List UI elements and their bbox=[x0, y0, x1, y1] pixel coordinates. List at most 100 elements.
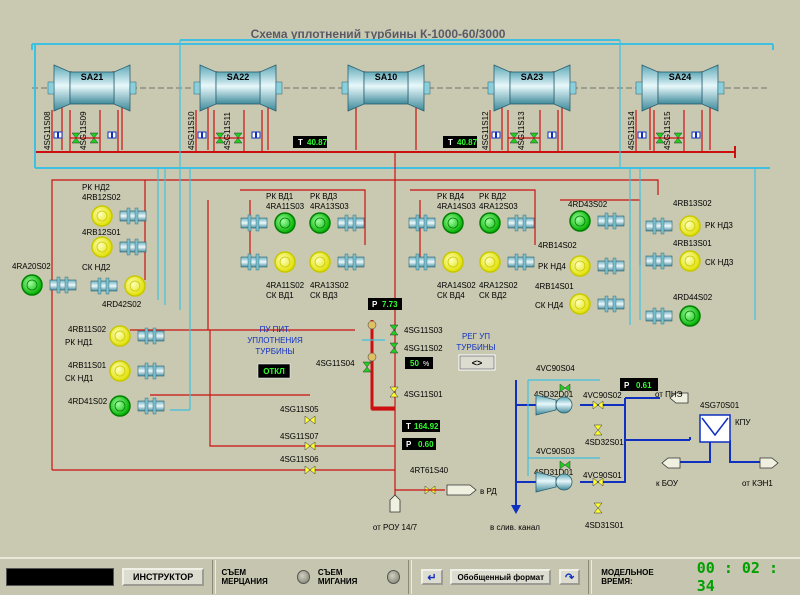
valve-sd31s01: 4SD31S01 bbox=[585, 521, 624, 530]
sd-valve[interactable] bbox=[593, 502, 603, 514]
cylinder-sa10[interactable]: SA10 bbox=[341, 64, 431, 150]
vc90-valve[interactable] bbox=[559, 383, 571, 393]
pump-9[interactable] bbox=[479, 251, 535, 273]
flicker-reset-knob[interactable] bbox=[296, 570, 311, 584]
pump-14[interactable] bbox=[645, 250, 701, 272]
svg-text:P: P bbox=[624, 381, 630, 390]
center-valve[interactable] bbox=[389, 342, 399, 354]
turbine-cylinders: SA21 SA22 SA10 SA23 SA24 bbox=[47, 64, 725, 150]
pump-3[interactable] bbox=[309, 212, 365, 234]
pu-pit-off-button[interactable]: ОТКЛ bbox=[257, 363, 291, 379]
forward-arrow-icon[interactable]: ↷ bbox=[558, 569, 581, 585]
pump-13[interactable] bbox=[645, 215, 701, 237]
svg-text:4RA14S03: 4RA14S03 bbox=[437, 202, 476, 211]
blink-reset-knob[interactable] bbox=[386, 570, 401, 584]
back-arrow-icon[interactable]: ↵ bbox=[421, 569, 443, 585]
format-button[interactable]: Обобщенный формат bbox=[450, 569, 552, 585]
pump-15[interactable] bbox=[645, 305, 701, 327]
svg-text:40.87: 40.87 bbox=[307, 138, 328, 147]
to-bou-arrow: к БОУ bbox=[656, 457, 681, 488]
valve-vc90s02: 4VC90S02 bbox=[583, 391, 622, 400]
valve-label-s05: 4SG11S05 bbox=[280, 405, 319, 414]
pump-20[interactable] bbox=[109, 395, 165, 417]
svg-text:РК НД4: РК НД4 bbox=[538, 262, 566, 271]
pump-4[interactable] bbox=[408, 212, 464, 234]
valve-tag: 4SG11S08 bbox=[43, 111, 52, 150]
sd-valve[interactable] bbox=[592, 477, 604, 487]
svg-text:РК ВД3: РК ВД3 bbox=[310, 192, 338, 201]
pump-0[interactable] bbox=[91, 205, 147, 227]
model-time-label: МОДЕЛЬНОЕ ВРЕМЯ: bbox=[601, 568, 654, 586]
cylinder-label: SA24 bbox=[669, 72, 692, 82]
center-valve[interactable] bbox=[389, 386, 399, 398]
valve-tag: 4SG11S10 bbox=[187, 111, 196, 150]
sd-valve[interactable] bbox=[593, 424, 603, 436]
temp-readout-right: T 40.87 bbox=[443, 136, 478, 148]
reg-up-button[interactable]: <> bbox=[458, 354, 496, 371]
svg-text:СК ВД3: СК ВД3 bbox=[310, 291, 338, 300]
drain-arrow bbox=[511, 505, 521, 514]
svg-text:0.60: 0.60 bbox=[418, 440, 434, 449]
diagram-title: Схема уплотнений турбины К-1000-60/3000 bbox=[251, 27, 506, 41]
cylinder-sa21[interactable]: SA21 bbox=[47, 64, 137, 150]
pump-16[interactable] bbox=[21, 274, 77, 296]
pump-5[interactable] bbox=[479, 212, 535, 234]
pump-10[interactable] bbox=[569, 210, 625, 232]
cylinder-sa22[interactable]: SA22 bbox=[193, 64, 283, 150]
svg-text:4RA12S02: 4RA12S02 bbox=[479, 281, 518, 290]
pump-17[interactable] bbox=[90, 275, 146, 297]
cylinder-sa23[interactable]: SA23 bbox=[487, 64, 577, 150]
cylinder-sa24[interactable]: SA24 bbox=[635, 64, 725, 150]
pump-12[interactable] bbox=[569, 293, 625, 315]
pump-18[interactable] bbox=[109, 325, 165, 347]
p-readout-right: P 0.61 bbox=[620, 378, 658, 391]
pump-6[interactable] bbox=[240, 251, 296, 273]
valve-vc90s03: 4VC90S03 bbox=[536, 447, 575, 456]
bypass-valve[interactable] bbox=[304, 415, 316, 425]
cyan-header-pipe bbox=[31, 39, 774, 50]
valve-tag: 4SG11S12 bbox=[481, 111, 490, 150]
bypass-valve[interactable] bbox=[304, 441, 316, 451]
vc90-valve[interactable] bbox=[559, 460, 571, 470]
pump-7[interactable] bbox=[309, 251, 365, 273]
svg-text:ТУРБИНЫ: ТУРБИНЫ bbox=[255, 347, 294, 356]
right-pumps bbox=[535, 383, 604, 514]
center-valve[interactable] bbox=[362, 361, 372, 373]
pump-19[interactable] bbox=[109, 360, 165, 382]
valve-label-s04: 4SG11S04 bbox=[316, 359, 355, 368]
instructor-button[interactable]: ИНСТРУКТОР bbox=[122, 568, 205, 586]
svg-text:T: T bbox=[298, 138, 303, 147]
turbine-seal-diagram: Схема уплотнений турбины К-1000-60/3000 … bbox=[12, 27, 779, 532]
svg-text:T: T bbox=[406, 422, 411, 431]
feed-pump[interactable] bbox=[535, 394, 573, 416]
pump-2[interactable] bbox=[240, 212, 296, 234]
bypass-valve[interactable] bbox=[304, 465, 316, 475]
svg-text:4RA11S03: 4RA11S03 bbox=[266, 202, 305, 211]
pump-11[interactable] bbox=[569, 255, 625, 277]
center-valve[interactable] bbox=[389, 324, 399, 336]
feed-pump[interactable] bbox=[535, 471, 573, 493]
sd-valve[interactable] bbox=[592, 400, 604, 410]
pump-1[interactable] bbox=[91, 236, 147, 258]
svg-text:СК ВД2: СК ВД2 bbox=[479, 291, 507, 300]
svg-text:4RB11S01: 4RB11S01 bbox=[68, 361, 107, 370]
cyan-lower-pipe bbox=[34, 44, 770, 169]
svg-text:4RA13S03: 4RA13S03 bbox=[310, 202, 349, 211]
svg-text:ОТКЛ: ОТКЛ bbox=[263, 367, 285, 376]
model-time-value: 00 : 02 : 34 bbox=[696, 559, 779, 595]
cylinder-label: SA10 bbox=[375, 72, 398, 82]
pump-8[interactable] bbox=[408, 251, 464, 273]
